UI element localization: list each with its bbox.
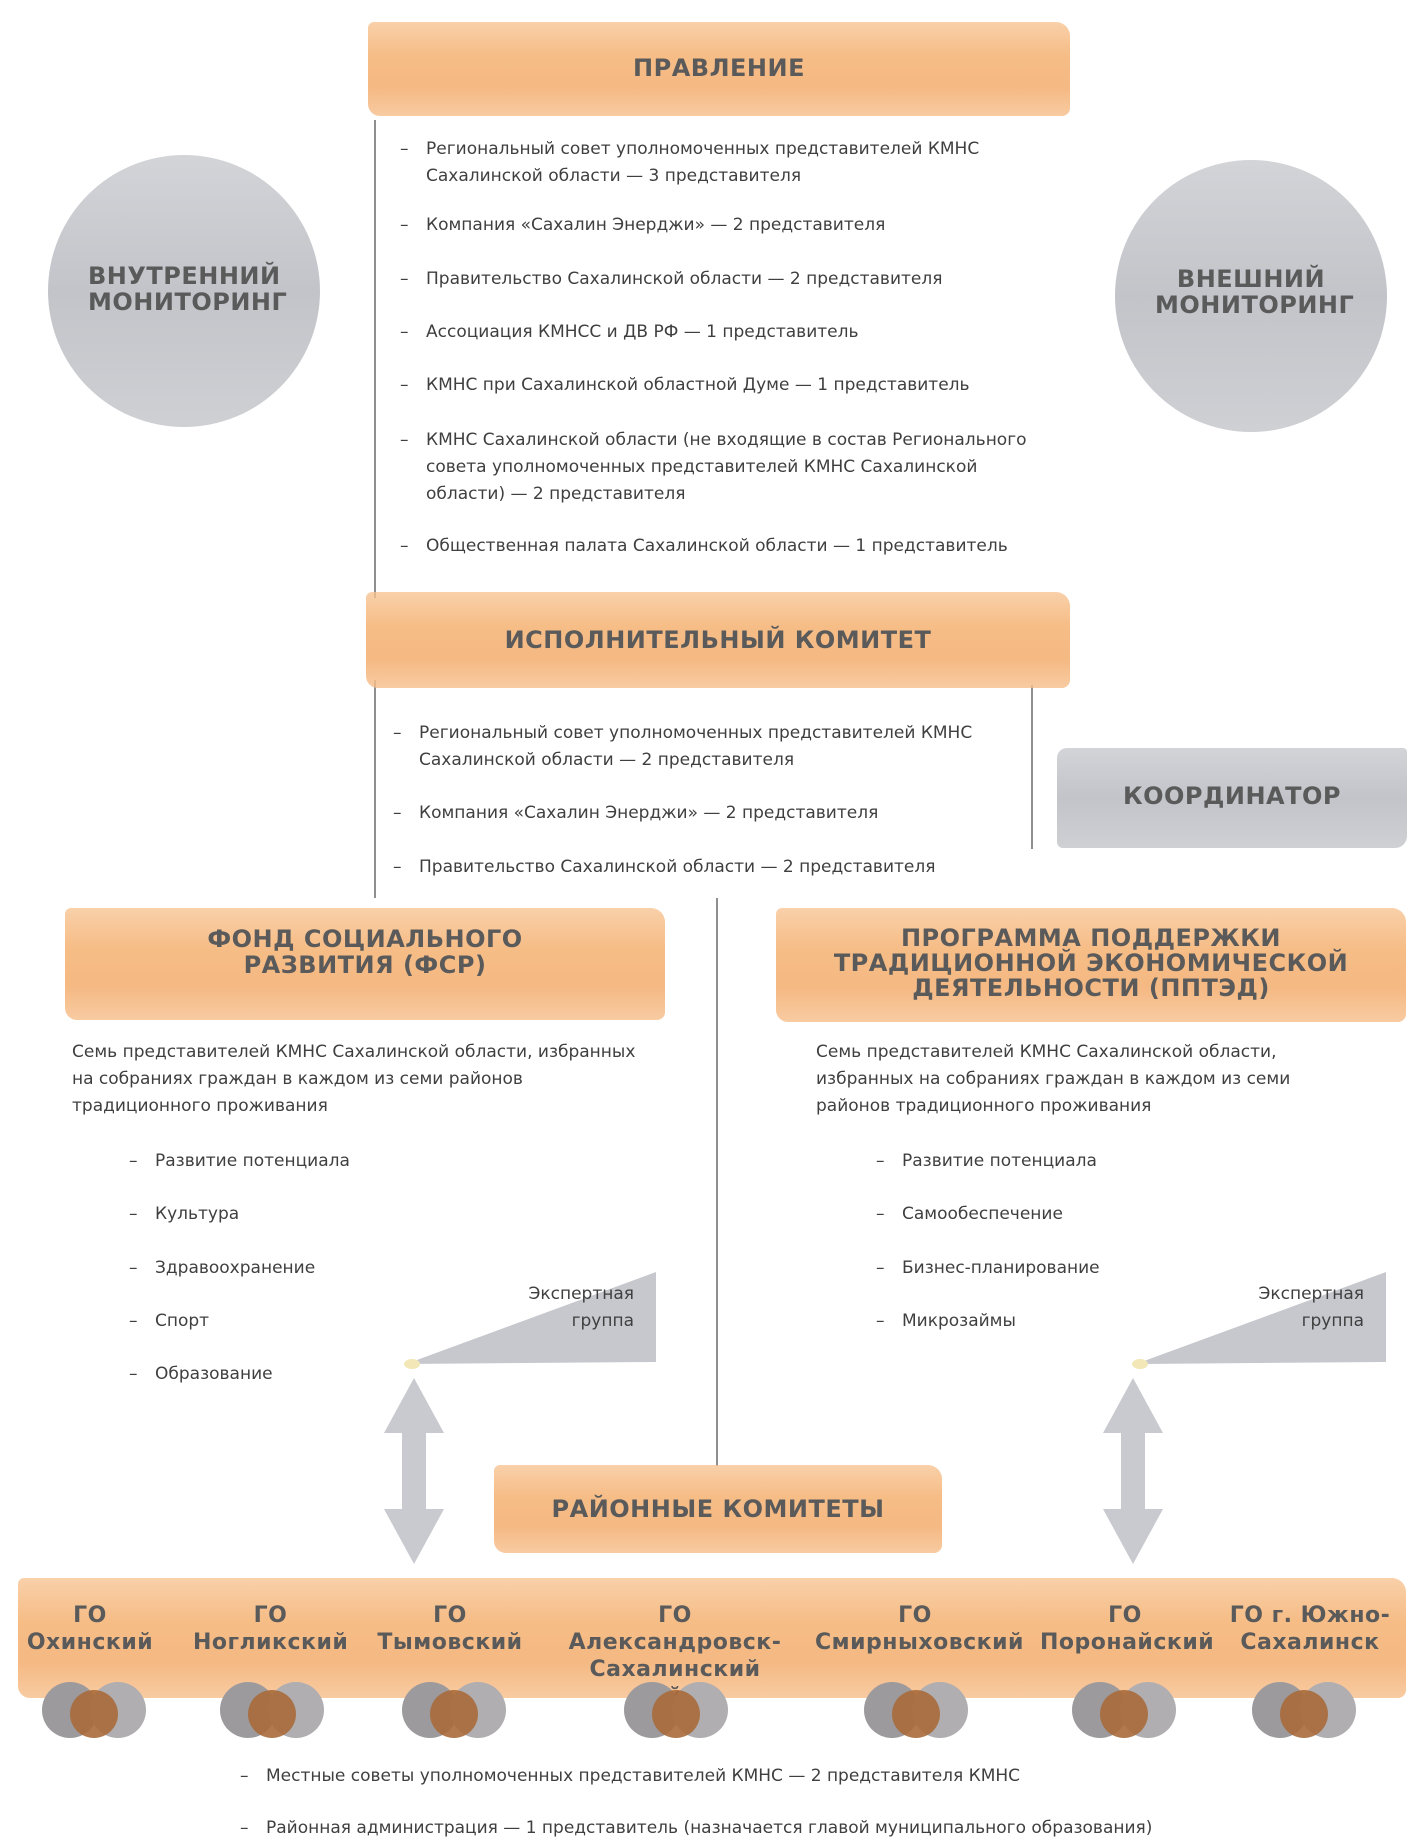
coordinator-label: КООРДИНАТОР xyxy=(1123,782,1341,810)
program-expert-group-wedge xyxy=(1132,1272,1386,1369)
program-item: – Развитие потенциала xyxy=(876,1151,1097,1171)
district-label-nogliksky: ГО Ногликский xyxy=(193,1603,349,1655)
district-label-yuzhno: ГО г. Южно-Сахалинск xyxy=(1229,1603,1391,1655)
program-item: – Бизнес-планирование xyxy=(876,1258,1100,1278)
board-item: – Правительство Сахалинской области — 2 … xyxy=(400,269,943,289)
venn-icon xyxy=(402,1682,506,1738)
fund-item: – Образование xyxy=(129,1364,273,1384)
board-item: – Региональный совет уполномоченных пред… xyxy=(400,139,980,186)
coordinator-box: КООРДИНАТОР xyxy=(1057,748,1407,848)
program-item: – Самообеспечение xyxy=(876,1204,1063,1224)
district-item: – Районная администрация — 1 представите… xyxy=(240,1818,1153,1838)
connector-exec-left xyxy=(374,680,376,898)
external-monitoring-circle: ВНЕШНИЙ МОНИТОРИНГ xyxy=(1115,160,1387,432)
district-committees-header: РАЙОННЫЕ КОМИТЕТЫ xyxy=(494,1465,942,1553)
district-label-poronaysky: ГО Поронайский xyxy=(1040,1603,1215,1655)
fund-expert-group-label: Экспертная группа xyxy=(528,1284,634,1331)
program-item: – Микрозаймы xyxy=(876,1311,1016,1331)
program-description: Семь представителей КМНС Сахалинской обл… xyxy=(816,1042,1291,1116)
board-item: – КМНС Сахалинской области (не входящие … xyxy=(400,430,1027,504)
program-title: ПРОГРАММА ПОДДЕРЖКИ ТРАДИЦИОННОЙ ЭКОНОМИ… xyxy=(833,924,1349,1002)
fund-expert-group-wedge xyxy=(404,1272,656,1369)
fund-description: Семь представителей КМНС Сахалинской обл… xyxy=(72,1042,636,1116)
district-item: – Местные советы уполномоченных представ… xyxy=(240,1766,1021,1786)
fund-item: – Спорт xyxy=(129,1311,210,1331)
executive-item: – Правительство Сахалинской области — 2 … xyxy=(393,857,936,877)
board-item: – Компания «Сахалин Энерджи» — 2 предста… xyxy=(400,215,886,235)
venn-icon xyxy=(1072,1682,1176,1738)
board-item: – Общественная палата Сахалинской област… xyxy=(400,536,1008,556)
venn-icon xyxy=(864,1682,968,1738)
executive-item: – Региональный совет уполномоченных пред… xyxy=(393,723,973,770)
fund-double-arrow-icon xyxy=(384,1378,444,1564)
internal-monitoring-label: ВНУТРЕННИЙ МОНИТОРИНГ xyxy=(88,262,288,316)
executive-title: ИСПОЛНИТЕЛЬНЫЙ КОМИТЕТ xyxy=(504,626,932,654)
fund-title: ФОНД СОЦИАЛЬНОГО РАЗВИТИЯ (ФСР) xyxy=(207,925,523,979)
program-double-arrow-icon xyxy=(1103,1378,1163,1564)
district-label-okhinsky: ГО Охинский xyxy=(26,1603,154,1655)
external-monitoring-label: ВНЕШНИЙ МОНИТОРИНГ xyxy=(1155,265,1355,319)
board-title: ПРАВЛЕНИЕ xyxy=(633,54,805,82)
venn-icon xyxy=(1252,1682,1356,1738)
program-header: ПРОГРАММА ПОДДЕРЖКИ ТРАДИЦИОННОЙ ЭКОНОМИ… xyxy=(776,908,1406,1022)
venn-icon xyxy=(42,1682,146,1738)
connector-center xyxy=(716,898,718,1466)
connector-exec-right xyxy=(1031,685,1033,849)
district-committees-title: РАЙОННЫЕ КОМИТЕТЫ xyxy=(551,1495,885,1523)
connector-board-left xyxy=(374,120,376,598)
venn-icon xyxy=(624,1682,728,1738)
board-header: ПРАВЛЕНИЕ xyxy=(368,22,1070,116)
district-label-tymovsky: ГО Тымовский xyxy=(377,1603,523,1655)
board-item: – Ассоциация КМНСС и ДВ РФ — 1 представи… xyxy=(400,322,859,342)
executive-item: – Компания «Сахалин Энерджи» — 2 предста… xyxy=(393,803,879,823)
district-band xyxy=(18,1578,1406,1698)
program-expert-group-label: Экспертная группа xyxy=(1258,1284,1364,1331)
fund-item: – Здравоохранение xyxy=(129,1258,316,1278)
fund-item: – Развитие потенциала xyxy=(129,1151,350,1171)
fund-item: – Культура xyxy=(129,1204,240,1224)
internal-monitoring-circle: ВНУТРЕННИЙ МОНИТОРИНГ xyxy=(48,155,320,427)
district-label-smirnykhovsky: ГО Смирныховский xyxy=(815,1603,1024,1655)
fund-header: ФОНД СОЦИАЛЬНОГО РАЗВИТИЯ (ФСР) xyxy=(65,908,665,1020)
venn-icon xyxy=(220,1682,324,1738)
board-item: – КМНС при Сахалинской областной Думе — … xyxy=(400,375,970,395)
district-circles xyxy=(42,1682,1356,1738)
executive-header: ИСПОЛНИТЕЛЬНЫЙ КОМИТЕТ xyxy=(366,592,1070,688)
